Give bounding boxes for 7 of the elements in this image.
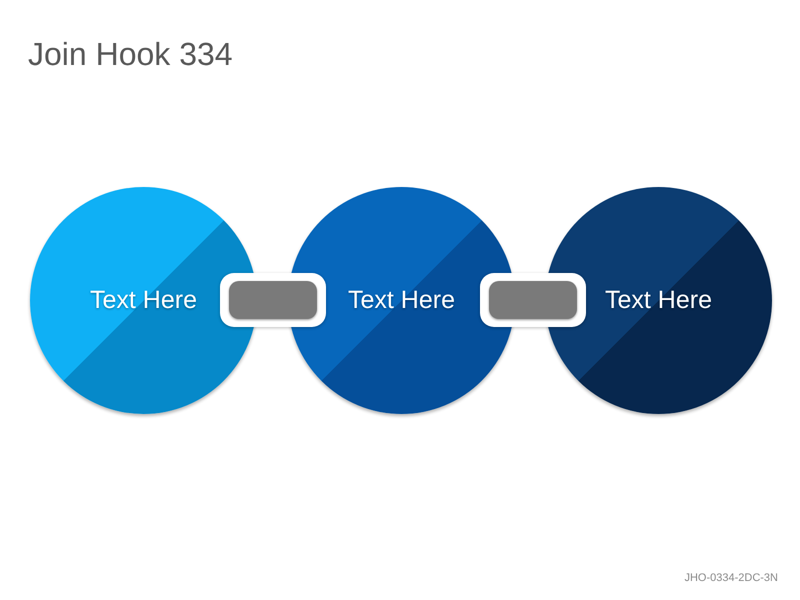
title: Join Hook 334 [28, 36, 233, 73]
circle-label: Text Here [90, 286, 197, 315]
circle-label: Text Here [348, 286, 455, 315]
hook-connector [480, 273, 586, 327]
circle-label: Text Here [605, 286, 712, 315]
code-label: JHO-0334-2DC-3N [684, 572, 778, 584]
hook-connector [220, 273, 326, 327]
